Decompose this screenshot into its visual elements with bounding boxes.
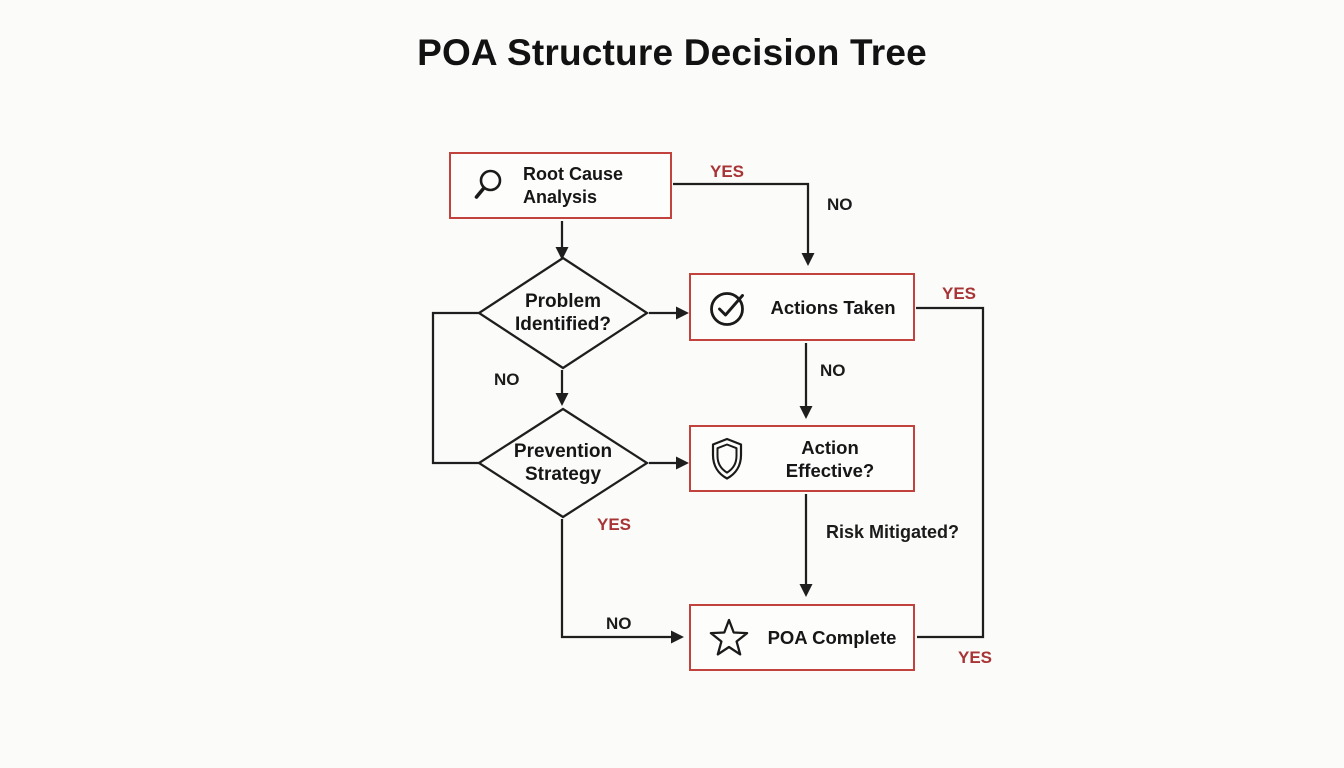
edge-actions-yes-to-complete [916, 306, 985, 639]
arrowhead [676, 306, 689, 320]
edge-label-actions-yes: YES [942, 284, 977, 303]
arrowhead [799, 584, 813, 597]
node-problem-identified: Problem Identified? [514, 291, 612, 335]
node-label: Root Cause Analysis [523, 163, 624, 207]
arrowhead [799, 406, 813, 419]
node-root-cause-analysis: Root Cause Analysis [449, 152, 672, 219]
page-title: POA Structure Decision Tree [417, 32, 927, 73]
arrowhead [671, 630, 684, 644]
edge-label-complete-yes: YES [958, 648, 993, 667]
node-prevention-strategy: Prevention Strategy [513, 441, 613, 485]
magnifier-icon [467, 166, 507, 206]
shield-icon [707, 436, 747, 482]
edge-label-prevention-no: NO [606, 614, 632, 633]
edge-problem-loop-to-prevention [431, 311, 479, 465]
edge-label-prevention-yes: YES [597, 515, 632, 534]
arrowhead [676, 456, 689, 470]
check-circle-icon [707, 286, 753, 328]
edge-label-actions-no: NO [820, 361, 846, 380]
arrowhead [555, 393, 569, 406]
edge-rootcause-to-actions [673, 182, 810, 256]
node-label: POA Complete [767, 627, 897, 648]
star-icon [707, 617, 751, 659]
arrowhead [555, 247, 569, 260]
node-label: Action Effective? [785, 436, 875, 481]
node-poa-complete: POA Complete [689, 604, 915, 671]
edge-label-rootcause-yes: YES [710, 162, 745, 181]
node-action-effective: Action Effective? [689, 425, 915, 492]
node-actions-taken: Actions Taken [689, 273, 915, 341]
edge-label-problem-no: NO [494, 370, 520, 389]
node-label: Actions Taken [770, 296, 896, 318]
arrowhead [801, 253, 815, 266]
edge-label-rootcause-no: NO [827, 195, 853, 214]
edge-label-risk-mitigated: Risk Mitigated? [826, 522, 960, 542]
